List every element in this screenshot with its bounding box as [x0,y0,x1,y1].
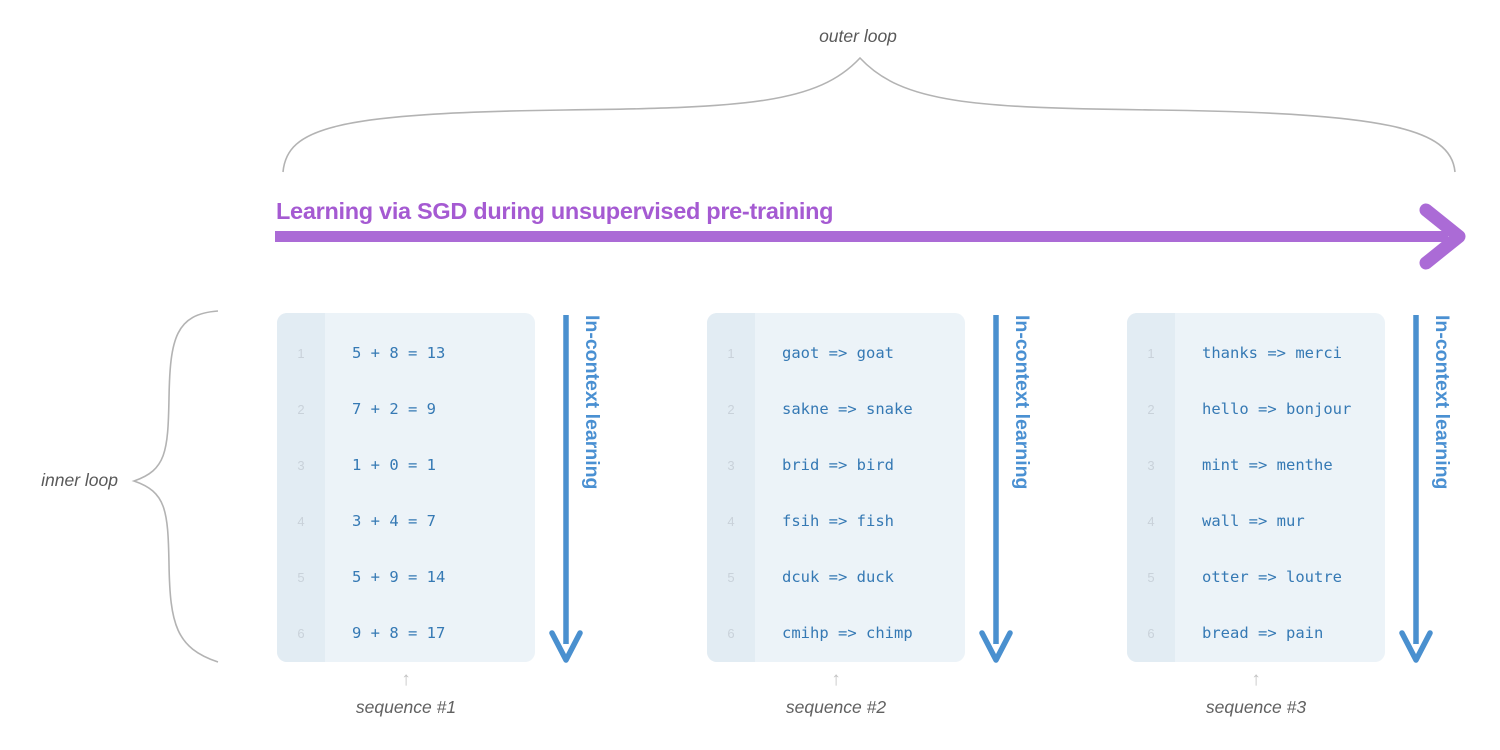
code-row: 5 otter => loutre [1127,549,1385,605]
code-row: 1 thanks => merci [1127,325,1385,381]
code-row: 5 5 + 9 = 14 [277,549,535,605]
in-context-arrow-icon [1399,315,1433,663]
code-row: 1 5 + 8 = 13 [277,325,535,381]
sgd-heading: Learning via SGD during unsupervised pre… [276,198,834,224]
code-line: dcuk => duck [782,568,894,586]
line-number: 2 [727,401,735,417]
line-number: 4 [1147,513,1155,529]
outer-loop-label: outer loop [819,26,897,46]
code-row: 1 gaot => goat [707,325,965,381]
sequence-caption: sequence #2 [785,697,887,717]
outer-loop-brace [282,56,1456,173]
code-line: 9 + 8 = 17 [352,624,446,642]
line-number: 3 [297,457,305,473]
code-row: 5 dcuk => duck [707,549,965,605]
code-rows: 1 thanks => merci 2 hello => bonjour 3 m… [1127,325,1385,661]
line-number-gutter [1127,313,1175,662]
code-row: 2 7 + 2 = 9 [277,381,535,437]
inner-loop-brace [131,310,219,663]
code-line: gaot => goat [782,344,894,362]
sequence-panel-2: 1 gaot => goat 2 sakne => snake 3 brid =… [707,313,1087,743]
code-row: 6 bread => pain [1127,605,1385,661]
code-line: brid => bird [782,456,894,474]
line-number: 5 [297,569,305,585]
line-number: 1 [297,345,305,361]
code-row: 3 mint => menthe [1127,437,1385,493]
line-number: 6 [727,625,735,641]
line-number: 1 [727,345,735,361]
code-rows: 1 5 + 8 = 13 2 7 + 2 = 9 3 1 + 0 = 1 4 3… [277,325,535,661]
code-row: 6 9 + 8 = 17 [277,605,535,661]
code-line: 3 + 4 = 7 [352,512,436,530]
code-box: 1 5 + 8 = 13 2 7 + 2 = 9 3 1 + 0 = 1 4 3… [277,313,535,662]
code-line: 5 + 9 = 14 [352,568,446,586]
code-line: cmihp => chimp [782,624,913,642]
code-rows: 1 gaot => goat 2 sakne => snake 3 brid =… [707,325,965,661]
sequence-caption: sequence #3 [1205,697,1307,717]
code-row: 2 sakne => snake [707,381,965,437]
code-line: 7 + 2 = 9 [352,400,436,418]
code-line: mint => menthe [1202,456,1333,474]
code-line: sakne => snake [782,400,913,418]
code-line: hello => bonjour [1202,400,1352,418]
code-row: 4 3 + 4 = 7 [277,493,535,549]
sequence-panel-3: 1 thanks => merci 2 hello => bonjour 3 m… [1127,313,1500,743]
line-number: 4 [297,513,305,529]
code-row: 4 fsih => fish [707,493,965,549]
up-arrow-icon: ↑ [1251,669,1261,690]
line-number: 3 [727,457,735,473]
code-line: wall => mur [1202,512,1305,530]
line-number: 4 [727,513,735,529]
sequence-caption: sequence #1 [355,697,457,717]
inner-loop-label: inner loop [41,470,118,490]
line-number: 3 [1147,457,1155,473]
in-context-arrow-icon [549,315,583,663]
code-line: otter => loutre [1202,568,1342,586]
code-line: 5 + 8 = 13 [352,344,446,362]
up-arrow-icon: ↑ [831,669,841,690]
line-number: 2 [297,401,305,417]
line-number: 2 [1147,401,1155,417]
code-box: 1 thanks => merci 2 hello => bonjour 3 m… [1127,313,1385,662]
code-line: bread => pain [1202,624,1324,642]
in-context-label: In-context learning [1011,315,1033,490]
line-number: 5 [727,569,735,585]
line-number: 6 [1147,625,1155,641]
line-number: 6 [297,625,305,641]
code-row: 4 wall => mur [1127,493,1385,549]
code-line: 1 + 0 = 1 [352,456,436,474]
sgd-arrow [275,203,1466,270]
code-row: 2 hello => bonjour [1127,381,1385,437]
line-number: 1 [1147,345,1155,361]
line-number-gutter [277,313,325,662]
code-row: 3 brid => bird [707,437,965,493]
line-number-gutter [707,313,755,662]
in-context-label: In-context learning [1431,315,1453,490]
code-box: 1 gaot => goat 2 sakne => snake 3 brid =… [707,313,965,662]
code-line: thanks => merci [1202,344,1342,362]
in-context-arrow-icon [979,315,1013,663]
code-row: 6 cmihp => chimp [707,605,965,661]
code-line: fsih => fish [782,512,894,530]
code-row: 3 1 + 0 = 1 [277,437,535,493]
sequence-panel-1: 1 5 + 8 = 13 2 7 + 2 = 9 3 1 + 0 = 1 4 3… [277,313,657,743]
up-arrow-icon: ↑ [401,669,411,690]
in-context-label: In-context learning [581,315,603,490]
line-number: 5 [1147,569,1155,585]
